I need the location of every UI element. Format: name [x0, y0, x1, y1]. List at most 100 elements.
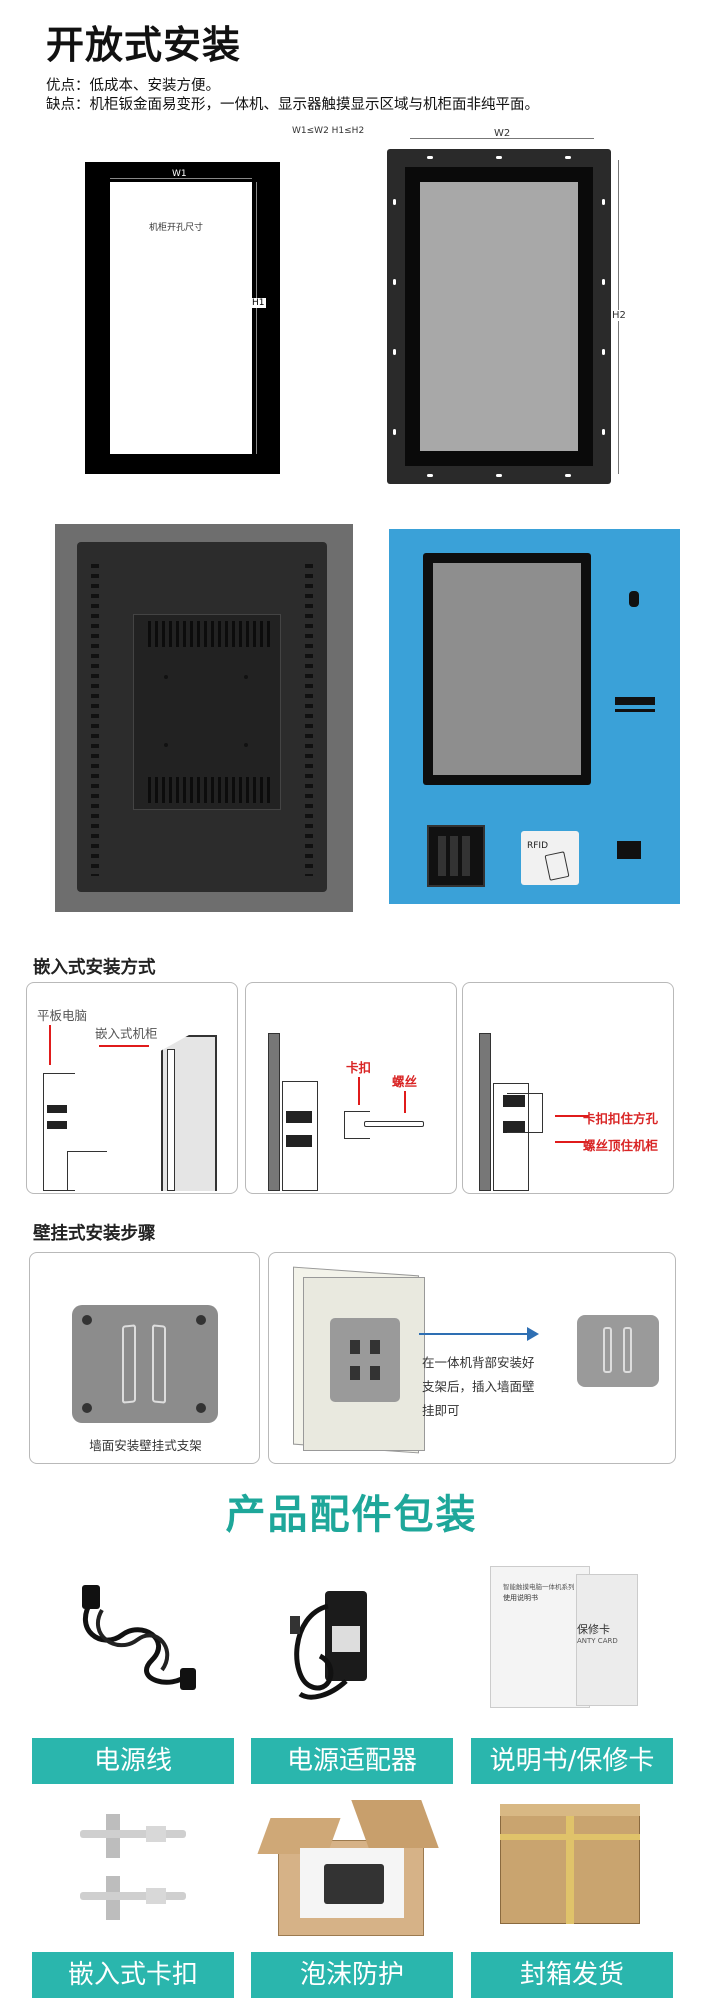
cabinet-panel-side — [268, 1033, 280, 1191]
carton-top — [500, 1804, 640, 1816]
w2-label: W2 — [494, 128, 511, 139]
tablet-foot — [67, 1151, 107, 1191]
vesa-hole — [164, 675, 168, 679]
screw-shape — [364, 1121, 424, 1127]
cabinet-wall — [167, 1049, 175, 1191]
packed-device — [324, 1864, 384, 1904]
mount-hole — [393, 199, 396, 205]
tablet-label: 平板电脑 — [37, 1008, 88, 1023]
clip-hold-label: 卡扣扣住方孔 — [583, 1111, 659, 1126]
monitor-back-image — [303, 1277, 425, 1451]
warranty-card: 保修卡 ANTY CARD — [576, 1574, 638, 1706]
sealed-carton-image — [500, 1804, 640, 1928]
pin-pad — [427, 825, 485, 887]
embedded-clip-image — [72, 1804, 192, 1934]
kiosk-screen — [433, 563, 581, 775]
warranty-text: 保修卡 — [577, 1623, 610, 1636]
power-cord-image — [62, 1580, 212, 1700]
manual-warranty-image: 智能触摸电脑一体机系列 使用说明书 保修卡 ANTY CARD — [490, 1566, 640, 1710]
screw-icon — [82, 1403, 92, 1413]
accessory-label-sealed-shipping: 封箱发货 — [471, 1952, 673, 1998]
tablet-arrow — [49, 1025, 51, 1065]
screw-hold-arrow — [555, 1141, 589, 1143]
clip-hold-arrow — [555, 1115, 589, 1117]
bracket-block — [47, 1121, 67, 1129]
accessories-title: 产品配件包装 — [225, 1492, 478, 1538]
clip-label: 卡扣 — [346, 1060, 372, 1075]
accessory-label-power-cord: 电源线 — [32, 1738, 234, 1784]
w1-dimension-line — [110, 178, 252, 179]
monitor-back-panel — [77, 542, 327, 892]
screw-label: 螺丝 — [392, 1074, 418, 1089]
power-adapter-icon — [290, 1591, 367, 1700]
power-adapter-image — [270, 1586, 420, 1706]
wall-mount-panel-1: 墙面安装壁挂式支架 — [29, 1252, 260, 1464]
mount-hole — [602, 429, 605, 435]
bracket-hole — [350, 1340, 360, 1354]
bracket-slot — [152, 1324, 166, 1404]
wall-bracket-image — [72, 1305, 218, 1423]
power-cord-icon — [82, 1585, 196, 1690]
kiosk-display — [423, 553, 591, 785]
manual-subtitle: 使用说明书 — [503, 1594, 538, 1602]
cons-text: 缺点：机柜钣金面易变形，一体机、显示器触摸显示区域与机柜面非纯平面。 — [46, 97, 539, 113]
clip-screw-icon — [80, 1814, 186, 1920]
bottom-vents — [144, 777, 270, 803]
wall-mount-instructions: 在一体机背部安装好 支架后，插入墙面壁 挂即可 — [422, 1351, 535, 1423]
open-frame-monitor-diagram — [387, 149, 611, 484]
direction-arrow-line — [419, 1333, 529, 1335]
embedded-section-title: 嵌入式安装方式 — [33, 958, 156, 978]
vesa-hole — [244, 675, 248, 679]
embedded-panel-3: 卡扣扣住方孔 螺丝顶住机柜 — [462, 982, 674, 1194]
mount-hole — [427, 156, 433, 159]
clip-shape — [344, 1111, 370, 1139]
rfid-reader: RFID — [521, 831, 579, 885]
cutout-hole — [110, 182, 252, 454]
foam-packaging-image — [257, 1800, 439, 1940]
mount-hole — [393, 349, 396, 355]
screw-icon — [196, 1315, 206, 1325]
mount-hole — [565, 474, 571, 477]
mount-hole — [496, 474, 502, 477]
cutout-size-label: 机柜开孔尺寸 — [149, 223, 204, 233]
tablet-side-view — [43, 1073, 69, 1191]
h2-label: H2 — [612, 310, 626, 321]
instruction-line: 挂即可 — [422, 1403, 460, 1418]
tablet-edge — [69, 1073, 75, 1191]
manual-booklet: 智能触摸电脑一体机系列 使用说明书 — [490, 1566, 590, 1708]
instruction-line: 支架后，插入墙面壁 — [422, 1379, 535, 1394]
instruction-line: 在一体机背部安装好 — [422, 1355, 535, 1370]
rfid-label: RFID — [527, 841, 549, 851]
wall-bracket-caption: 墙面安装壁挂式支架 — [89, 1438, 202, 1453]
clip-installed — [507, 1093, 543, 1133]
monitor-bezel — [405, 167, 593, 466]
monitor-screen — [420, 182, 578, 451]
w1-label: W1 — [172, 169, 187, 179]
bracket-block — [286, 1111, 312, 1123]
embedded-panel-2: 卡扣 螺丝 — [245, 982, 457, 1194]
cabinet-panel-side — [479, 1033, 491, 1191]
screw-icon — [82, 1315, 92, 1325]
pin-pad-keys — [438, 836, 474, 876]
side-vents — [305, 558, 313, 876]
embedded-panel-1: 平板电脑 嵌入式机柜 — [26, 982, 238, 1194]
mount-hole — [393, 279, 396, 285]
h1-dimension-line — [256, 182, 257, 454]
bracket-hole — [370, 1366, 380, 1380]
cabinet-arrow — [99, 1045, 149, 1047]
vesa-hole — [164, 743, 168, 747]
kiosk-cabinet-photo: RFID — [389, 529, 680, 904]
bracket-slot — [603, 1327, 612, 1373]
bracket-hole — [350, 1366, 360, 1380]
keyhole — [629, 591, 639, 607]
center-plate — [133, 614, 281, 810]
manual-title: 智能触摸电脑一体机系列 — [503, 1583, 575, 1591]
accessory-label-foam-protection: 泡沫防护 — [251, 1952, 453, 1998]
screw-icon — [196, 1403, 206, 1413]
warranty-sub: ANTY CARD — [577, 1637, 618, 1645]
packing-tape — [566, 1814, 574, 1924]
arrow-right-icon — [527, 1327, 539, 1341]
top-vents — [144, 621, 270, 647]
scanner-window — [617, 841, 641, 859]
mount-hole — [393, 429, 396, 435]
